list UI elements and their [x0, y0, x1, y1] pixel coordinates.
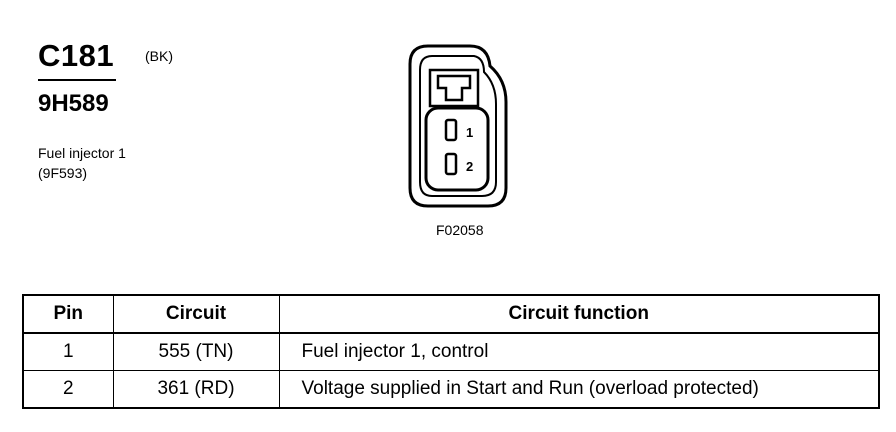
- pin-label-1: 1: [466, 125, 473, 140]
- pin-slot-2: [444, 152, 458, 176]
- terminal-cavity-body: [424, 106, 490, 192]
- figure-code: F02058: [436, 222, 484, 238]
- cell-circuit-function: Fuel injector 1, control: [278, 332, 880, 371]
- locking-tab-frame: [428, 68, 480, 108]
- connector-inner-shell: [419, 55, 497, 197]
- connector-id-underline: [38, 79, 116, 81]
- pin-slot-1: [444, 118, 458, 142]
- component-name: Fuel injector 1: [38, 145, 126, 161]
- table-row: 2 361 (RD) Voltage supplied in Start and…: [22, 370, 880, 409]
- cell-pin: 1: [22, 332, 114, 371]
- header-circuit-function: Circuit function: [278, 294, 880, 334]
- cell-circuit: 361 (RD): [112, 370, 280, 409]
- header-pin: Pin: [22, 294, 114, 334]
- header-circuit: Circuit: [112, 294, 280, 334]
- pin-label-2: 2: [466, 159, 473, 174]
- component-part-number: (9F593): [38, 165, 88, 181]
- cell-circuit-function: Voltage supplied in Start and Run (overl…: [278, 370, 880, 409]
- table-row: 1 555 (TN) Fuel injector 1, control: [22, 332, 880, 371]
- connector-part-number: 9H589: [38, 90, 109, 117]
- connector-face-drawing: 1 2: [408, 44, 508, 208]
- cell-circuit: 555 (TN): [112, 332, 280, 371]
- cell-pin: 2: [22, 370, 114, 409]
- connector-outer-shell: [408, 44, 508, 208]
- connector-id: C181: [38, 38, 115, 73]
- pinout-table: Pin Circuit Circuit function 1 555 (TN) …: [22, 294, 880, 409]
- connector-color: (BK): [145, 48, 173, 64]
- locking-tab-key: [436, 74, 472, 102]
- table-header-row: Pin Circuit Circuit function: [22, 294, 880, 334]
